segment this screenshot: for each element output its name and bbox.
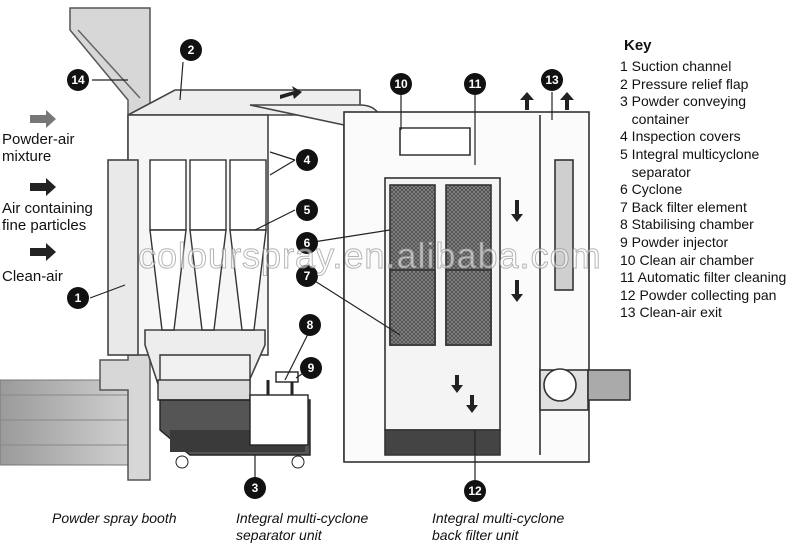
key-item: 3 Powder conveying: [620, 93, 747, 110]
callout-marker-1: [67, 287, 89, 309]
spray-booth: [0, 379, 129, 466]
callout-number-6: 6: [304, 236, 311, 250]
callout-marker-13: [541, 69, 563, 91]
callout-marker-11: [464, 73, 486, 95]
key-item: 1 Suction channel: [620, 58, 732, 74]
key-title: Key: [624, 37, 652, 54]
callout-number-4: 4: [304, 153, 311, 167]
callout-marker-7: [296, 265, 318, 287]
callout-marker-14: [67, 69, 89, 91]
callout-marker-6: [296, 232, 318, 254]
key-item: 11 Automatic filter cleaning: [620, 269, 787, 286]
callout-number-8: 8: [307, 318, 314, 332]
key-item: 8 Stabilising chamber: [620, 216, 754, 233]
powder-injector: [249, 371, 309, 446]
callout-number-2: 2: [188, 43, 195, 57]
caption-filter-unit: Integral multi-cyclone back filter unit: [432, 510, 565, 543]
callout-marker-12: [464, 480, 486, 502]
callout-marker-8: [299, 314, 321, 336]
callout-numbers: 1 2 3 4 5 6 7 8 9 10 11 12 13 14: [71, 43, 559, 498]
label-clean-air: Clean-air: [2, 268, 63, 285]
callout-number-10: 10: [394, 77, 408, 91]
back-filter-unit: [343, 111, 631, 463]
callout-marker-9: [300, 357, 322, 379]
key-list: 1 Suction channel 2 Pressure relief flap…: [620, 58, 786, 322]
caption-separator-unit: Integral multi-cyclone separator unit: [236, 510, 369, 543]
key-item: 6 Cyclone: [620, 181, 683, 198]
stabilising-chamber: [157, 354, 251, 401]
callout-marker-3: [244, 477, 266, 499]
key-item: container: [620, 110, 690, 127]
flow-arrows: [30, 86, 574, 413]
callout-number-13: 13: [545, 73, 559, 87]
callout-number-11: 11: [469, 77, 482, 91]
callout-marker-4: [296, 149, 318, 171]
label-powder-air-mixture: Powder-air mixture: [2, 131, 75, 165]
label-air-fine-particles: Air containing fine particles: [2, 200, 93, 234]
callout-number-9: 9: [308, 361, 315, 375]
key-item: 10 Clean air chamber: [620, 251, 754, 268]
callout-leaders: [89, 61, 553, 480]
key-item: 2 Pressure relief flap: [620, 75, 749, 92]
caption-booth: Powder spray booth: [52, 510, 177, 526]
callout-markers: [67, 39, 563, 502]
callout-number-5: 5: [304, 203, 311, 217]
key-item: 5 Integral multicyclone: [620, 145, 760, 162]
callout-marker-10: [390, 73, 412, 95]
key-item: 9 Powder injector: [620, 233, 729, 250]
callout-number-1: 1: [75, 291, 82, 305]
key-item: 12 Powder collecting pan: [620, 286, 777, 303]
callout-marker-5: [296, 199, 318, 221]
cyclones: [149, 159, 267, 331]
key-item: 4 Inspection covers: [620, 128, 741, 145]
key-item: 7 Back filter element: [620, 198, 747, 215]
callout-number-3: 3: [252, 481, 259, 495]
key-item: 13 Clean-air exit: [620, 304, 722, 321]
callout-number-12: 12: [468, 484, 482, 498]
key-item: separator: [620, 163, 691, 180]
callout-marker-2: [180, 39, 202, 61]
callout-number-14: 14: [71, 73, 85, 87]
callout-number-7: 7: [304, 269, 311, 283]
